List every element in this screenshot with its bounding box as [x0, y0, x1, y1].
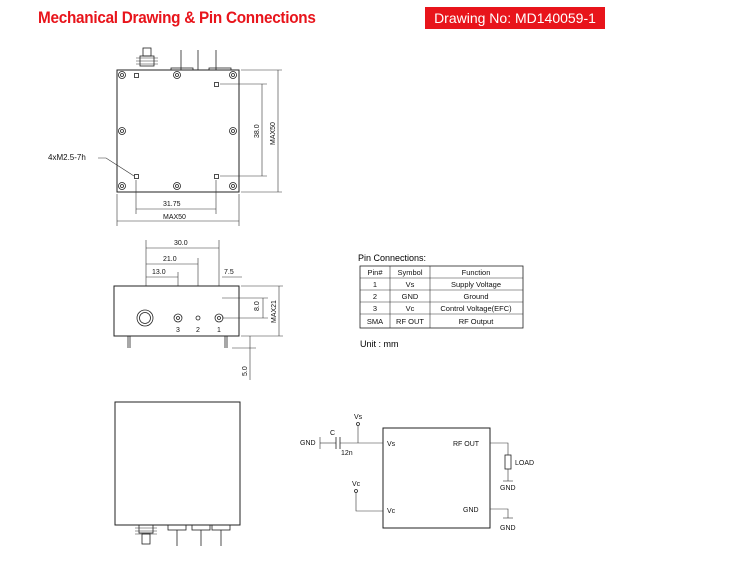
table-header-function: Function	[462, 268, 491, 277]
pin-number-3: 3	[176, 327, 180, 334]
dim-31-75: 31.75	[163, 201, 181, 208]
table-cell: Vs	[406, 280, 415, 289]
gnd-left-label: GND	[300, 440, 316, 447]
dim-max21: MAX21	[271, 300, 278, 323]
dim-38: 38.0	[254, 124, 261, 138]
table-header-symbol: Symbol	[397, 268, 422, 277]
page-title: Mechanical Drawing & Pin Connections	[38, 8, 316, 27]
drawing-number-badge: Drawing No: MD140059-1	[425, 7, 605, 29]
rf-out-label: RF OUT	[453, 441, 480, 448]
table-cell: 2	[373, 292, 377, 301]
gnd-load-label: GND	[500, 485, 516, 492]
gnd-bottom-label: GND	[500, 525, 516, 532]
table-cell: Ground	[463, 292, 488, 301]
pin-table-title: Pin Connections:	[358, 253, 426, 263]
hole-spec-label: 4xM2.5-7h	[48, 153, 86, 162]
table-cell: 1	[373, 280, 377, 289]
top-pins	[180, 50, 217, 70]
dim-13: 13.0	[152, 269, 166, 276]
vs-pin-label: Vs	[387, 441, 396, 448]
vs-supply-label: Vs	[354, 414, 363, 421]
table-cell: Vc	[406, 304, 415, 313]
top-view-body	[116, 69, 240, 193]
dim-max50-width: MAX50	[163, 214, 186, 221]
table-cell: SMA	[367, 317, 383, 326]
bottom-view	[114, 401, 241, 546]
table-cell: GND	[402, 292, 419, 301]
pin-3	[173, 313, 183, 323]
side-view-body	[113, 285, 240, 337]
table-header-pin: Pin#	[367, 268, 383, 277]
connection-schematic: Vs GND C 12n Vs Vc Vc RF OUT LOAD GND GN…	[300, 414, 534, 532]
side-view: 30.0 21.0 13.0 7.5 3 2 1 8.0	[113, 240, 283, 380]
dim-5: 5.0	[242, 366, 249, 376]
mounting-holes	[118, 71, 237, 190]
table-cell: 3	[373, 304, 377, 313]
capacitor-label: C	[330, 430, 335, 437]
gnd-pin-label: GND	[463, 507, 479, 514]
module-block	[382, 427, 491, 529]
sma-port	[136, 309, 154, 327]
vc-control-label: Vc	[352, 481, 361, 488]
sma-connector-top	[136, 47, 158, 67]
table-cell: Supply Voltage	[451, 280, 501, 289]
top-view: 4xM2.5-7h 31.75 MAX50 38.0 MAX50	[48, 47, 282, 226]
table-cell: RF OUT	[396, 317, 424, 326]
dim-max50-height: MAX50	[270, 122, 277, 145]
pin-table	[359, 265, 524, 329]
load-label: LOAD	[515, 460, 534, 467]
table-cell: RF Output	[459, 317, 495, 326]
pin-number-2: 2	[196, 327, 200, 334]
pin-2	[195, 315, 201, 321]
dim-30: 30.0	[174, 240, 188, 247]
capacitor-value: 12n	[341, 450, 353, 457]
load-resistor	[504, 454, 512, 470]
dim-7-5: 7.5	[224, 269, 234, 276]
dim-21: 21.0	[163, 256, 177, 263]
pin-connections: Pin Connections: Pin# Symbol Function 1 …	[358, 253, 524, 349]
unit-label: Unit : mm	[360, 339, 399, 349]
bottom-view-body	[114, 401, 241, 526]
pin-number-1: 1	[217, 327, 221, 334]
table-cell: Control Voltage(EFC)	[440, 304, 512, 313]
dim-8: 8.0	[254, 301, 261, 311]
vc-pin-label: Vc	[387, 508, 396, 515]
